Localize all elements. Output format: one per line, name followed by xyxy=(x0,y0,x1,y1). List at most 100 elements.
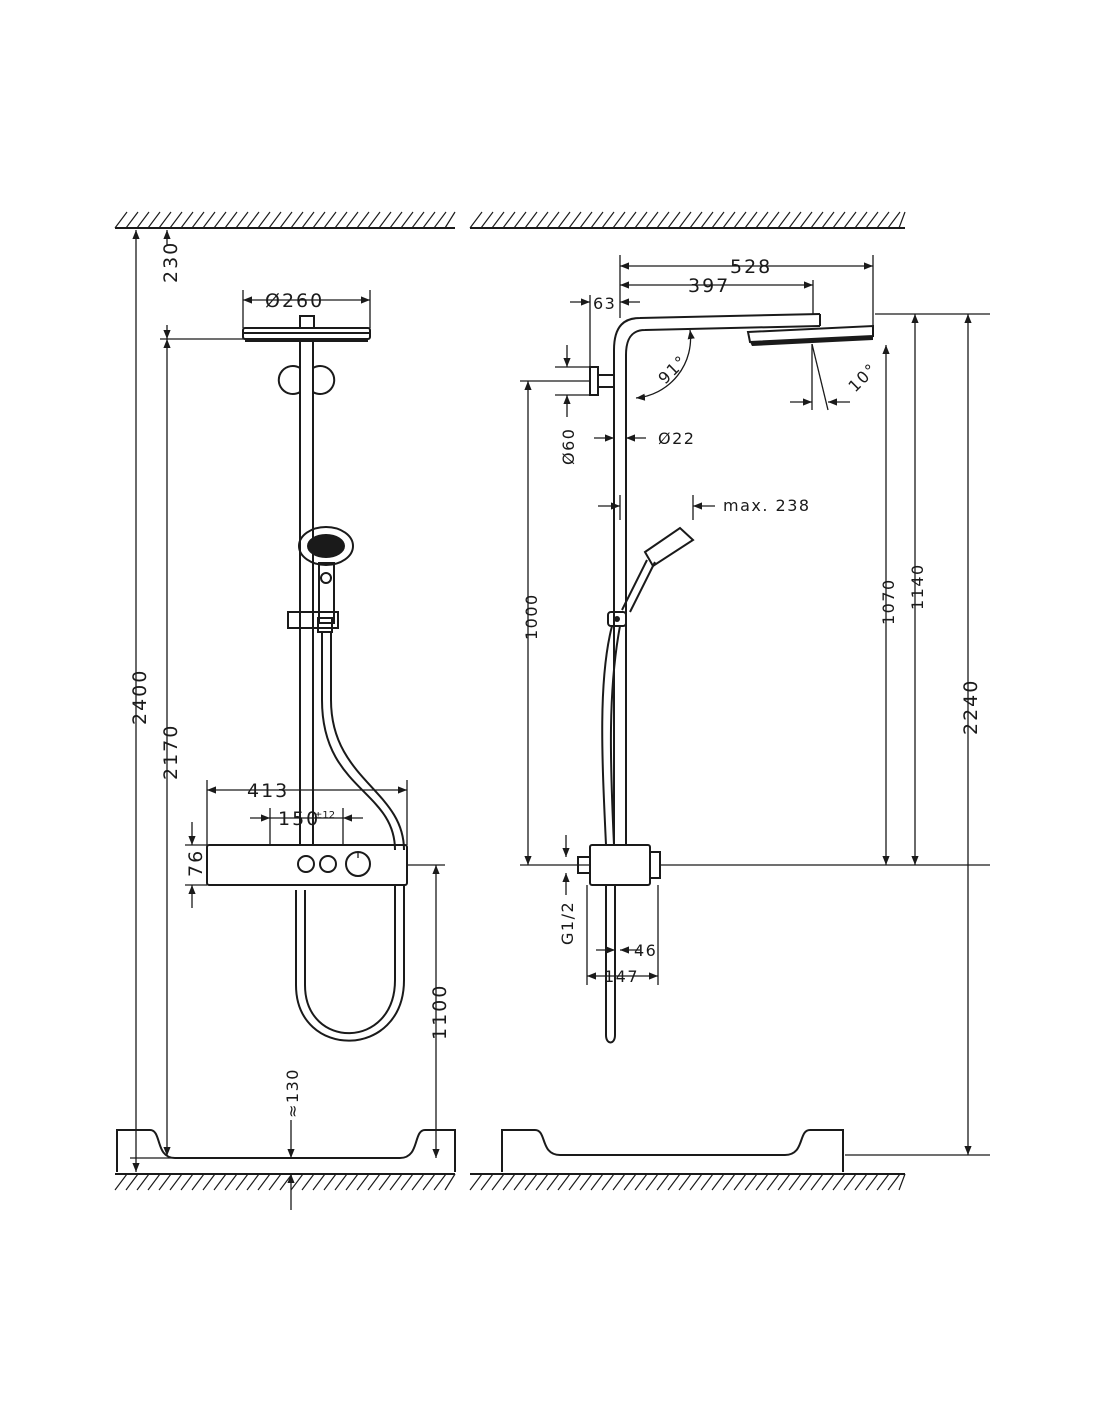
hatch-line xyxy=(535,1173,549,1191)
hatch-line xyxy=(169,211,183,229)
hatch-line xyxy=(202,1173,216,1191)
hatch-line xyxy=(334,211,348,229)
hatch-line xyxy=(843,1173,857,1191)
hatch-line xyxy=(279,211,293,229)
dim-46: 46 xyxy=(634,941,657,960)
ceiling-right xyxy=(469,211,906,229)
dim-22: Ø22 xyxy=(658,429,695,448)
hatch-line xyxy=(689,1173,703,1191)
hatch-line xyxy=(246,1173,260,1191)
hatch-line xyxy=(777,1173,791,1191)
hatch-line xyxy=(810,1173,824,1191)
hatch-line xyxy=(766,1173,780,1191)
hatch-line xyxy=(213,211,227,229)
hatch-line xyxy=(411,211,425,229)
floor-right xyxy=(469,1173,906,1191)
hatch-line xyxy=(312,1173,326,1191)
hatch-line xyxy=(411,1173,425,1191)
hatch-line xyxy=(268,211,282,229)
hatch-line xyxy=(832,211,846,229)
dim-260: Ø260 xyxy=(265,290,324,312)
hatch-line xyxy=(502,1173,516,1191)
hatch-line xyxy=(590,211,604,229)
front-view xyxy=(116,315,456,1172)
hatch-line xyxy=(832,1173,846,1191)
hatch-line xyxy=(180,211,194,229)
dim-150: 150 xyxy=(278,808,320,830)
hatch-line xyxy=(290,1173,304,1191)
hatch-line xyxy=(136,211,150,229)
ceiling-left xyxy=(114,211,456,229)
hatch-line xyxy=(513,1173,527,1191)
hatch-line xyxy=(147,211,161,229)
hatch-line xyxy=(634,1173,648,1191)
hatch-line xyxy=(898,1173,906,1191)
hatch-line xyxy=(557,1173,571,1191)
hatch-line xyxy=(579,211,593,229)
hatch-line xyxy=(491,211,505,229)
dim-238: max. 238 xyxy=(723,496,811,515)
hatch-line xyxy=(711,1173,725,1191)
side-dimensions xyxy=(520,255,990,1156)
front-hand-shower xyxy=(287,526,354,633)
hatch-line xyxy=(612,211,626,229)
hatch-line xyxy=(158,1173,172,1191)
side-bathtub xyxy=(501,1129,844,1172)
hatch-line xyxy=(235,211,249,229)
dim-2240: 2240 xyxy=(960,679,982,735)
hatch-line xyxy=(865,211,879,229)
hatch-line xyxy=(158,211,172,229)
hatch-line xyxy=(535,211,549,229)
hatch-line xyxy=(290,211,304,229)
hatch-line xyxy=(656,211,670,229)
dim-230: 230 xyxy=(160,241,182,283)
hatch-line xyxy=(367,211,381,229)
hatch-line xyxy=(389,211,403,229)
hatch-line xyxy=(323,1173,337,1191)
hatch-line xyxy=(136,1173,150,1191)
dim-528: 528 xyxy=(730,256,772,278)
hatch-line xyxy=(623,211,637,229)
hatch-line xyxy=(557,211,571,229)
hatch-line xyxy=(114,1173,128,1191)
hatch-line xyxy=(678,1173,692,1191)
hatch-line xyxy=(667,1173,681,1191)
hatch-line xyxy=(524,1173,538,1191)
hatch-line xyxy=(422,1173,436,1191)
front-riser-pipe xyxy=(277,342,336,845)
dim-10: 10° xyxy=(844,359,881,396)
hatch-line xyxy=(367,1173,381,1191)
hatch-line xyxy=(546,211,560,229)
hatch-line xyxy=(876,211,890,229)
hatch-line xyxy=(722,1173,736,1191)
hatch-line xyxy=(887,1173,901,1191)
dim-397: 397 xyxy=(688,275,730,297)
hatch-line xyxy=(334,1173,348,1191)
hatch-line xyxy=(733,211,747,229)
hatch-line xyxy=(854,1173,868,1191)
hatch-line xyxy=(733,1173,747,1191)
hatch-line xyxy=(469,1173,483,1191)
hatch-line xyxy=(777,211,791,229)
front-dimensions xyxy=(130,230,445,1210)
hatch-line xyxy=(645,211,659,229)
hatch-line xyxy=(400,1173,414,1191)
dim-1000: 1000 xyxy=(522,593,541,640)
dim-76: 76 xyxy=(185,849,207,877)
hatch-line xyxy=(590,1173,604,1191)
hatch-line xyxy=(755,1173,769,1191)
hatch-line xyxy=(180,1173,194,1191)
hatch-line xyxy=(634,211,648,229)
hatch-line xyxy=(678,211,692,229)
hatch-line xyxy=(246,211,260,229)
hatch-line xyxy=(301,211,315,229)
hatch-line xyxy=(843,211,857,229)
hatch-line xyxy=(711,211,725,229)
hatch-line xyxy=(169,1173,183,1191)
dimension-labels: 230 Ø260 2400 2170 413 150 ±12 76 1100 ≈… xyxy=(129,241,982,1118)
hatch-line xyxy=(202,211,216,229)
hatch-line xyxy=(689,211,703,229)
hatch-line xyxy=(323,211,337,229)
hatch-line xyxy=(821,1173,835,1191)
hatch-line xyxy=(268,1173,282,1191)
